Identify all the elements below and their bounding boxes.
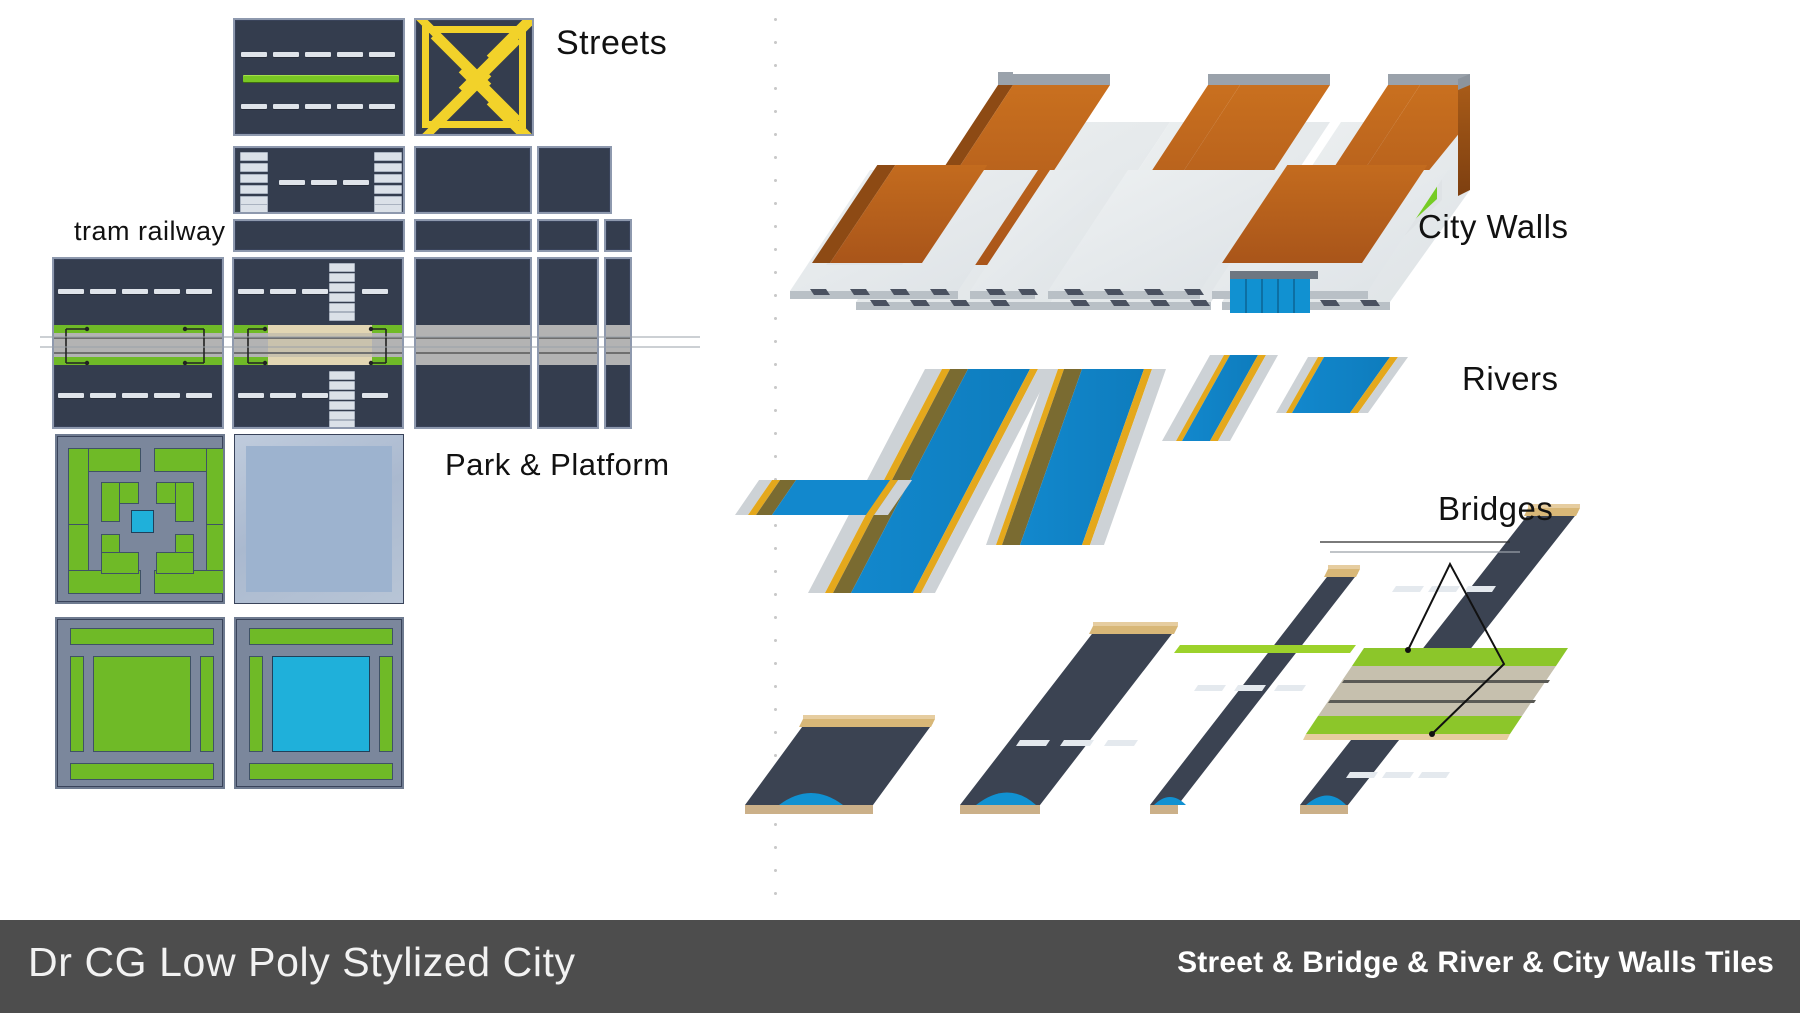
label-tram-railway: tram railway	[74, 216, 226, 246]
crosswalk-vertical-bottom	[329, 371, 355, 427]
footer-bar: Dr CG Low Poly Stylized City Street & Br…	[0, 920, 1800, 1013]
tile-platform-plain	[234, 434, 404, 604]
pool-water	[272, 656, 370, 752]
tile-two-lane-road-with-tram-line	[233, 18, 405, 136]
label-city-walls: City Walls	[1418, 208, 1569, 245]
river-piece-floating	[735, 480, 913, 515]
tile-plain-asphalt-medium	[537, 146, 612, 214]
city-wall-tile-6	[1048, 170, 1280, 299]
city-walls-render-lower	[790, 165, 1448, 313]
tile-plain-asphalt-large	[414, 146, 532, 214]
river-tile-short	[1162, 355, 1278, 441]
tile-tram-railway-plain-narrow	[604, 257, 632, 429]
tile-road-with-double-crosswalk	[233, 146, 405, 214]
label-bridges: Bridges	[1438, 490, 1554, 527]
tile-yellow-mesh-junction	[414, 18, 534, 136]
bridge-tile-2	[960, 622, 1178, 814]
tile-tram-railway-straight	[52, 257, 224, 429]
tile-plain-asphalt-wide-strip	[414, 219, 532, 252]
tile-plain-asphalt-small	[537, 219, 599, 252]
tile-park-pool	[234, 617, 404, 789]
bridge-tile-4	[1300, 504, 1580, 814]
crosswalk-left	[240, 152, 268, 212]
tile-narrow-asphalt-strip	[233, 219, 405, 252]
crosswalk-vertical-top	[329, 263, 355, 321]
product-title: Dr CG Low Poly Stylized City	[28, 939, 576, 985]
park-pond	[131, 510, 154, 533]
bridge-tile-3	[1150, 565, 1360, 814]
pack-subtitle: Street & Bridge & River & City Walls Til…	[1177, 946, 1774, 979]
label-park-platform: Park & Platform	[445, 447, 670, 482]
tile-park-lawn	[55, 617, 225, 789]
label-rivers: Rivers	[1462, 360, 1559, 397]
river-tile-end	[1276, 357, 1408, 413]
tile-tram-railway-plain-medium	[537, 257, 599, 429]
bridge-tile-1	[745, 715, 935, 814]
city-wall-tile-4	[790, 165, 1038, 299]
tile-park-maze	[55, 434, 225, 604]
tile-tram-railway-with-crossing	[232, 257, 404, 429]
vertical-dotted-divider	[774, 8, 777, 906]
bridges-render	[735, 480, 913, 515]
crosswalk-right	[374, 152, 402, 212]
label-streets: Streets	[556, 24, 668, 62]
river-tile-straight	[986, 369, 1166, 545]
mesh-pattern	[416, 20, 532, 134]
city-wall-tile-7	[1212, 165, 1448, 313]
tile-plain-asphalt-tiny	[604, 219, 632, 252]
city-wall-tile-5	[970, 170, 1115, 299]
tile-tram-railway-plain-large	[414, 257, 532, 429]
